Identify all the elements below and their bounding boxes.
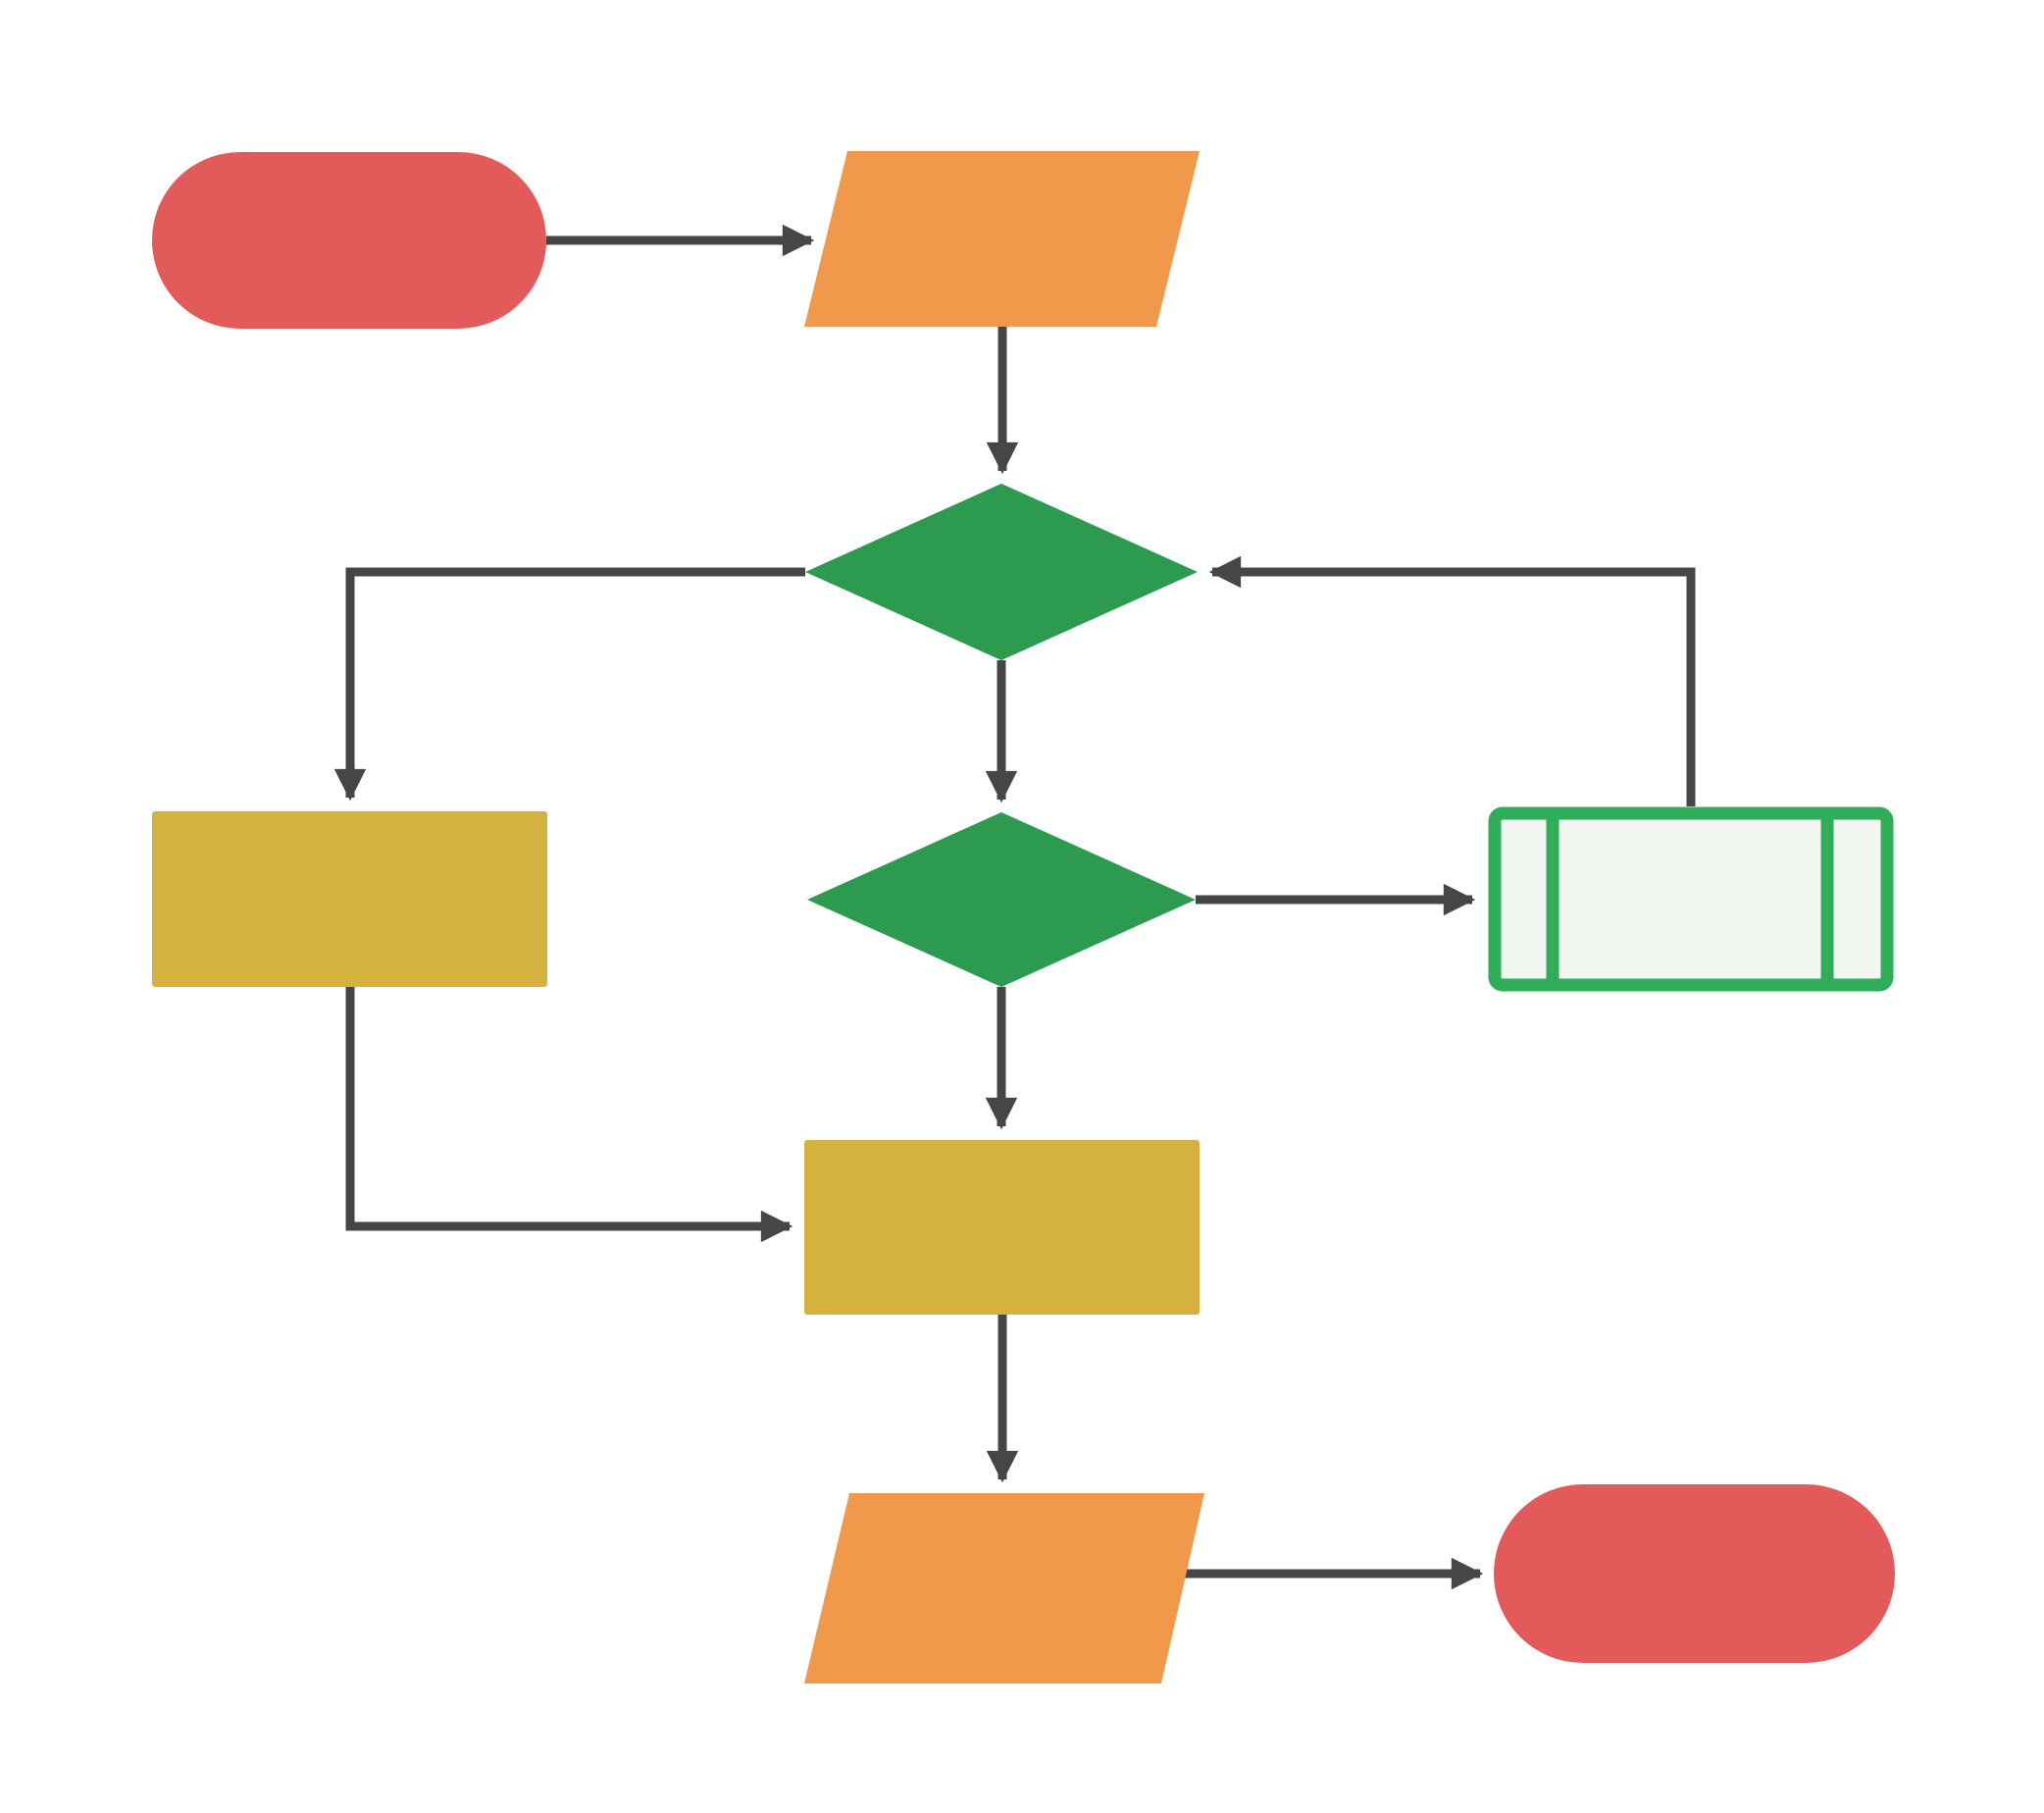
edge-processleft-to-processcenter xyxy=(345,987,793,1243)
node-start-terminator xyxy=(152,152,546,329)
node-end-terminator xyxy=(1494,1484,1895,1663)
node-process-center xyxy=(804,1140,1200,1315)
subroutine-body xyxy=(1488,806,1894,992)
edge-subroutine-to-decision1 xyxy=(1208,555,1696,806)
node-decision-1 xyxy=(805,484,1198,660)
node-subroutine xyxy=(1488,806,1894,992)
node-decision-2 xyxy=(807,812,1196,987)
edge-decision1-to-processleft xyxy=(333,567,805,802)
node-output-bottom xyxy=(804,1493,1204,1684)
node-input-top xyxy=(804,151,1200,327)
node-process-left xyxy=(152,811,547,987)
